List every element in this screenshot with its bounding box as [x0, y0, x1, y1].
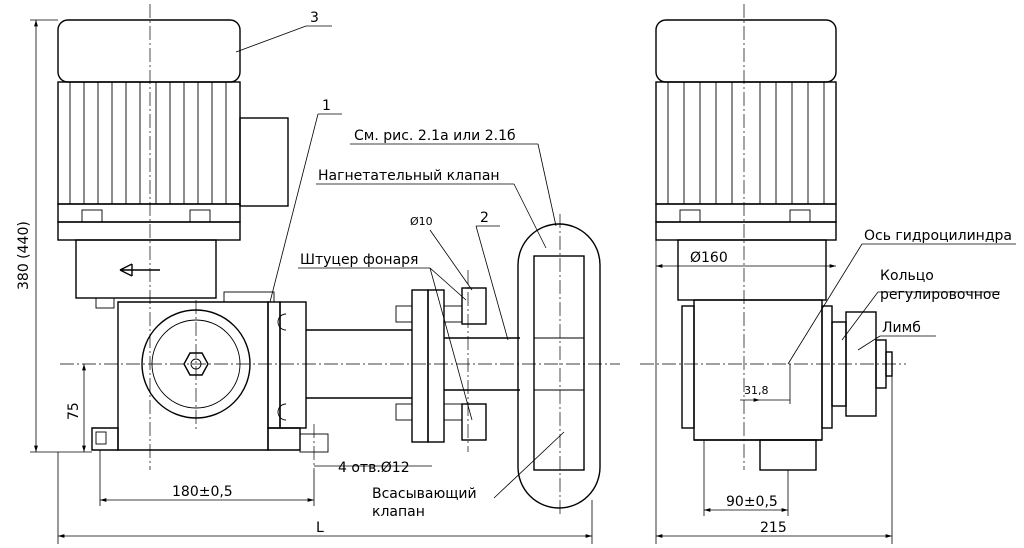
label-dim-90: 90±0,5 [726, 494, 778, 510]
hydrocylinder-front [306, 287, 520, 443]
label-dim-75: 75 [66, 402, 82, 420]
text-labels: 3 1 См. рис. 2.1а или 2.1б Нагнетательны… [16, 10, 1012, 536]
label-diam-10: Ø10 [410, 215, 433, 228]
label-discharge-valve: Нагнетательный клапан [318, 168, 500, 184]
label-item-1: 1 [322, 98, 331, 114]
label-dim-31-8: 31,8 [744, 384, 769, 397]
label-dim-380: 380 (440) [16, 221, 32, 290]
label-cyl-axis: Ось гидроцилиндра [864, 228, 1012, 244]
label-diam-160: Ø160 [690, 250, 728, 266]
reducer-front [75, 239, 275, 309]
label-item-2: 2 [480, 210, 489, 226]
label-dim-L: L [316, 520, 324, 536]
label-item-3: 3 [310, 10, 319, 26]
label-suction-valve-1: Всасывающий [372, 486, 477, 502]
label-lantern-fitting: Штуцер фонаря [300, 252, 418, 268]
arrow-icon [119, 263, 160, 277]
label-limb: Лимб [882, 320, 921, 336]
reducer-side [677, 239, 833, 471]
label-see-fig: См. рис. 2.1а или 2.1б [354, 128, 516, 144]
side-view [640, 4, 906, 471]
front-view [57, 4, 620, 516]
pump-body-front [91, 301, 329, 453]
motor-side [655, 19, 837, 241]
motor-front [57, 19, 289, 241]
label-ring-2: регулировочное [880, 287, 1000, 303]
leaders [235, 25, 1016, 499]
label-dim-180: 180±0,5 [172, 484, 233, 500]
label-suction-valve-2: клапан [372, 504, 425, 520]
label-holes: 4 отв.Ø12 [338, 460, 410, 476]
label-dim-215: 215 [760, 520, 787, 536]
dimensions [30, 19, 893, 544]
valve-housing-front [517, 223, 601, 509]
label-ring-1: Кольцо [880, 268, 934, 284]
